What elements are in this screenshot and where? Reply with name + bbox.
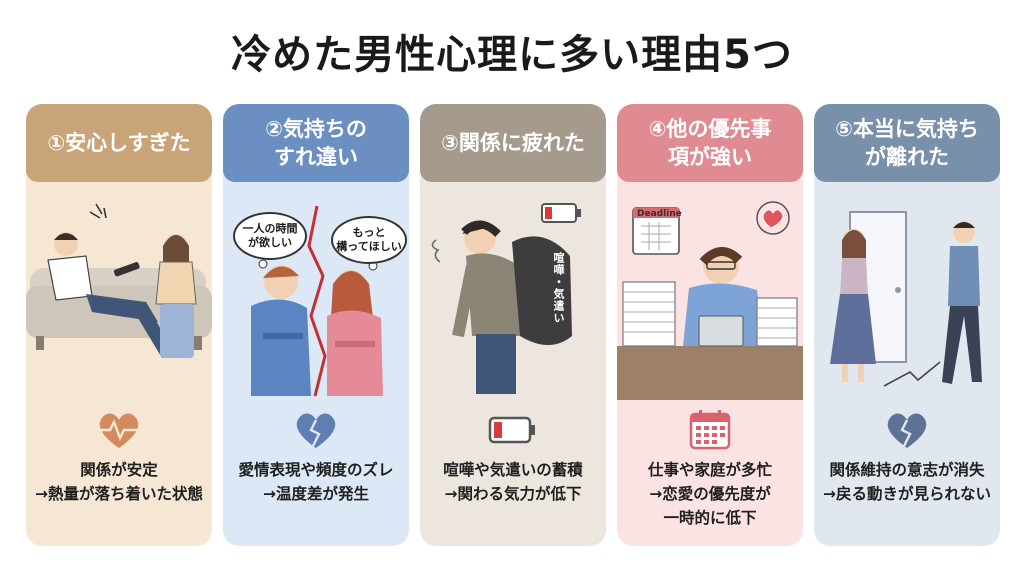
reason-caption: 愛情表現や頻度のズレ →温度差が発生: [229, 458, 403, 506]
reason-caption: 喧嘩や気遣いの蓄積 →関わる気力が低下: [426, 458, 600, 506]
busy-man-at-desk-illustration: [617, 201, 803, 400]
caption-line: 仕事や家庭が多忙: [647, 461, 772, 479]
tired-man-backpack-illustration: [431, 203, 581, 394]
caption-line: 喧嘩や気遣いの蓄積: [443, 461, 583, 479]
reason-card-header: ②気持ちの すれ違い: [223, 104, 409, 182]
reason-card-title: ①安心しすぎた: [47, 131, 191, 155]
caption-line: 関係維持の意志が消失: [829, 461, 985, 479]
thought-bubble-left: 一人の時間 が欲しい: [233, 212, 307, 260]
caption-line: 一時的に低下: [663, 509, 757, 527]
caption-line: →熱量が落ち着いた状態: [35, 485, 203, 503]
reason-caption: 仕事や家庭が多忙 →恋愛の優先度が 一時的に低下: [623, 458, 797, 530]
reason-caption: 関係維持の意志が消失 →戻る動きが見られない: [820, 458, 994, 506]
reason-card-2: ②気持ちの すれ違い 一人の時間 が欲しい もっと 構ってほしい 愛情表現や頻度…: [223, 104, 409, 546]
caption-line: 愛情表現や頻度のズレ: [238, 461, 394, 479]
reason-card-header: ⑤本当に気持ち が離れた: [814, 104, 1000, 182]
caption-line: 関係が安定: [80, 461, 158, 479]
couple-back-to-back-illustration: [251, 205, 385, 397]
reason-card-title: ⑤本当に気持ち が離れた: [835, 117, 979, 169]
thought-bubble-right: もっと 構ってほしい: [331, 216, 407, 264]
low-battery-icon: [488, 416, 535, 444]
broken-heart-icon: [887, 413, 927, 448]
reason-card-title: ④他の優先事 項が強い: [648, 117, 772, 169]
reason-card-header: ①安心しすぎた: [26, 104, 212, 182]
reason-card-5: ⑤本当に気持ち が離れた 関係維持の意志が消失 →戻る動きが見られない: [814, 104, 1000, 546]
caption-line: →戻る動きが見られない: [823, 485, 991, 503]
heart-pulse-icon: [96, 413, 142, 448]
reason-card-header: ③関係に疲れた: [420, 104, 606, 182]
reason-card-title: ③関係に疲れた: [441, 131, 585, 155]
reason-card-title: ②気持ちの すれ違い: [265, 117, 367, 169]
reason-card-header: ④他の優先事 項が強い: [617, 104, 803, 182]
deadline-label: Deadline: [637, 209, 682, 219]
caption-line: →温度差が発生: [263, 485, 369, 503]
calendar-icon: [689, 410, 731, 450]
reason-card-3: ③関係に疲れた 喧嘩・気遣い 喧嘩や気遣いの蓄積 →関わる気力が低下: [420, 104, 606, 546]
couple-on-sofa-illustration: [26, 203, 212, 358]
reason-caption: 関係が安定 →熱量が落ち着いた状態: [32, 458, 206, 506]
reason-card-1: ①安心しすぎた 関係が安定 →熱量が落ち着いた状態: [26, 104, 212, 546]
backpack-label: 喧嘩・気遣い: [552, 252, 565, 324]
caption-line: →恋愛の優先度が: [649, 485, 771, 503]
couple-walking-apart-illustration: [830, 211, 982, 387]
page-title: 冷めた男性心理に多い理由5つ: [231, 32, 793, 78]
caption-line: →関わる気力が低下: [444, 485, 582, 503]
broken-heart-icon: [296, 413, 336, 448]
reason-card-4: ④他の優先事 項が強い Deadline: [617, 104, 803, 546]
